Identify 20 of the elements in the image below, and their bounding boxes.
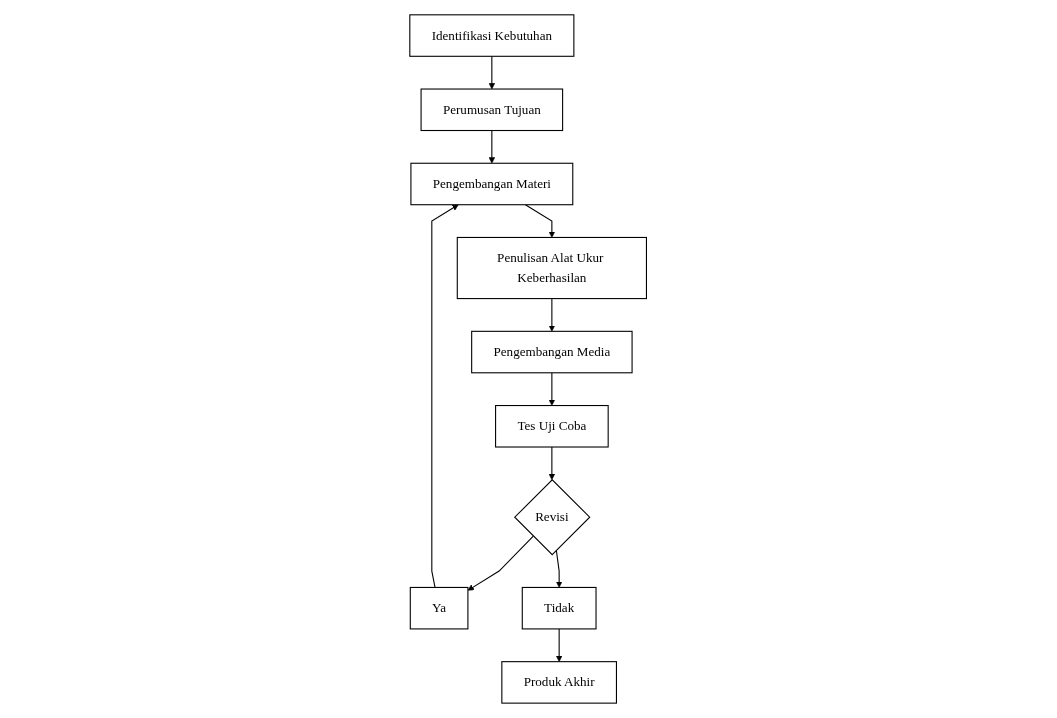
node-box: Pengembangan Media — [471, 330, 633, 374]
arrow — [467, 535, 535, 591]
arrow — [549, 372, 556, 406]
node-box: Pengembangan Materi — [410, 162, 574, 206]
node-box: Produk Akhir — [501, 661, 618, 704]
arrow — [549, 446, 556, 481]
node-box: Tes Uji Coba — [495, 405, 610, 448]
node-diamond: Revisi — [514, 479, 591, 556]
node-box: Ya — [410, 586, 469, 630]
arrow — [556, 549, 563, 588]
arrow — [549, 298, 556, 332]
arrow — [556, 628, 563, 662]
arrow — [489, 129, 496, 164]
arrow — [431, 204, 459, 588]
node-box: Perumusan Tujuan — [420, 88, 564, 132]
node-box: Identifikasi Kebutuhan — [409, 14, 575, 57]
node-box: Penulisan Alat Ukur Keberhasilan — [457, 236, 648, 300]
arrow — [525, 204, 556, 238]
arrow — [489, 55, 496, 90]
node-box: Tidak — [522, 586, 597, 630]
